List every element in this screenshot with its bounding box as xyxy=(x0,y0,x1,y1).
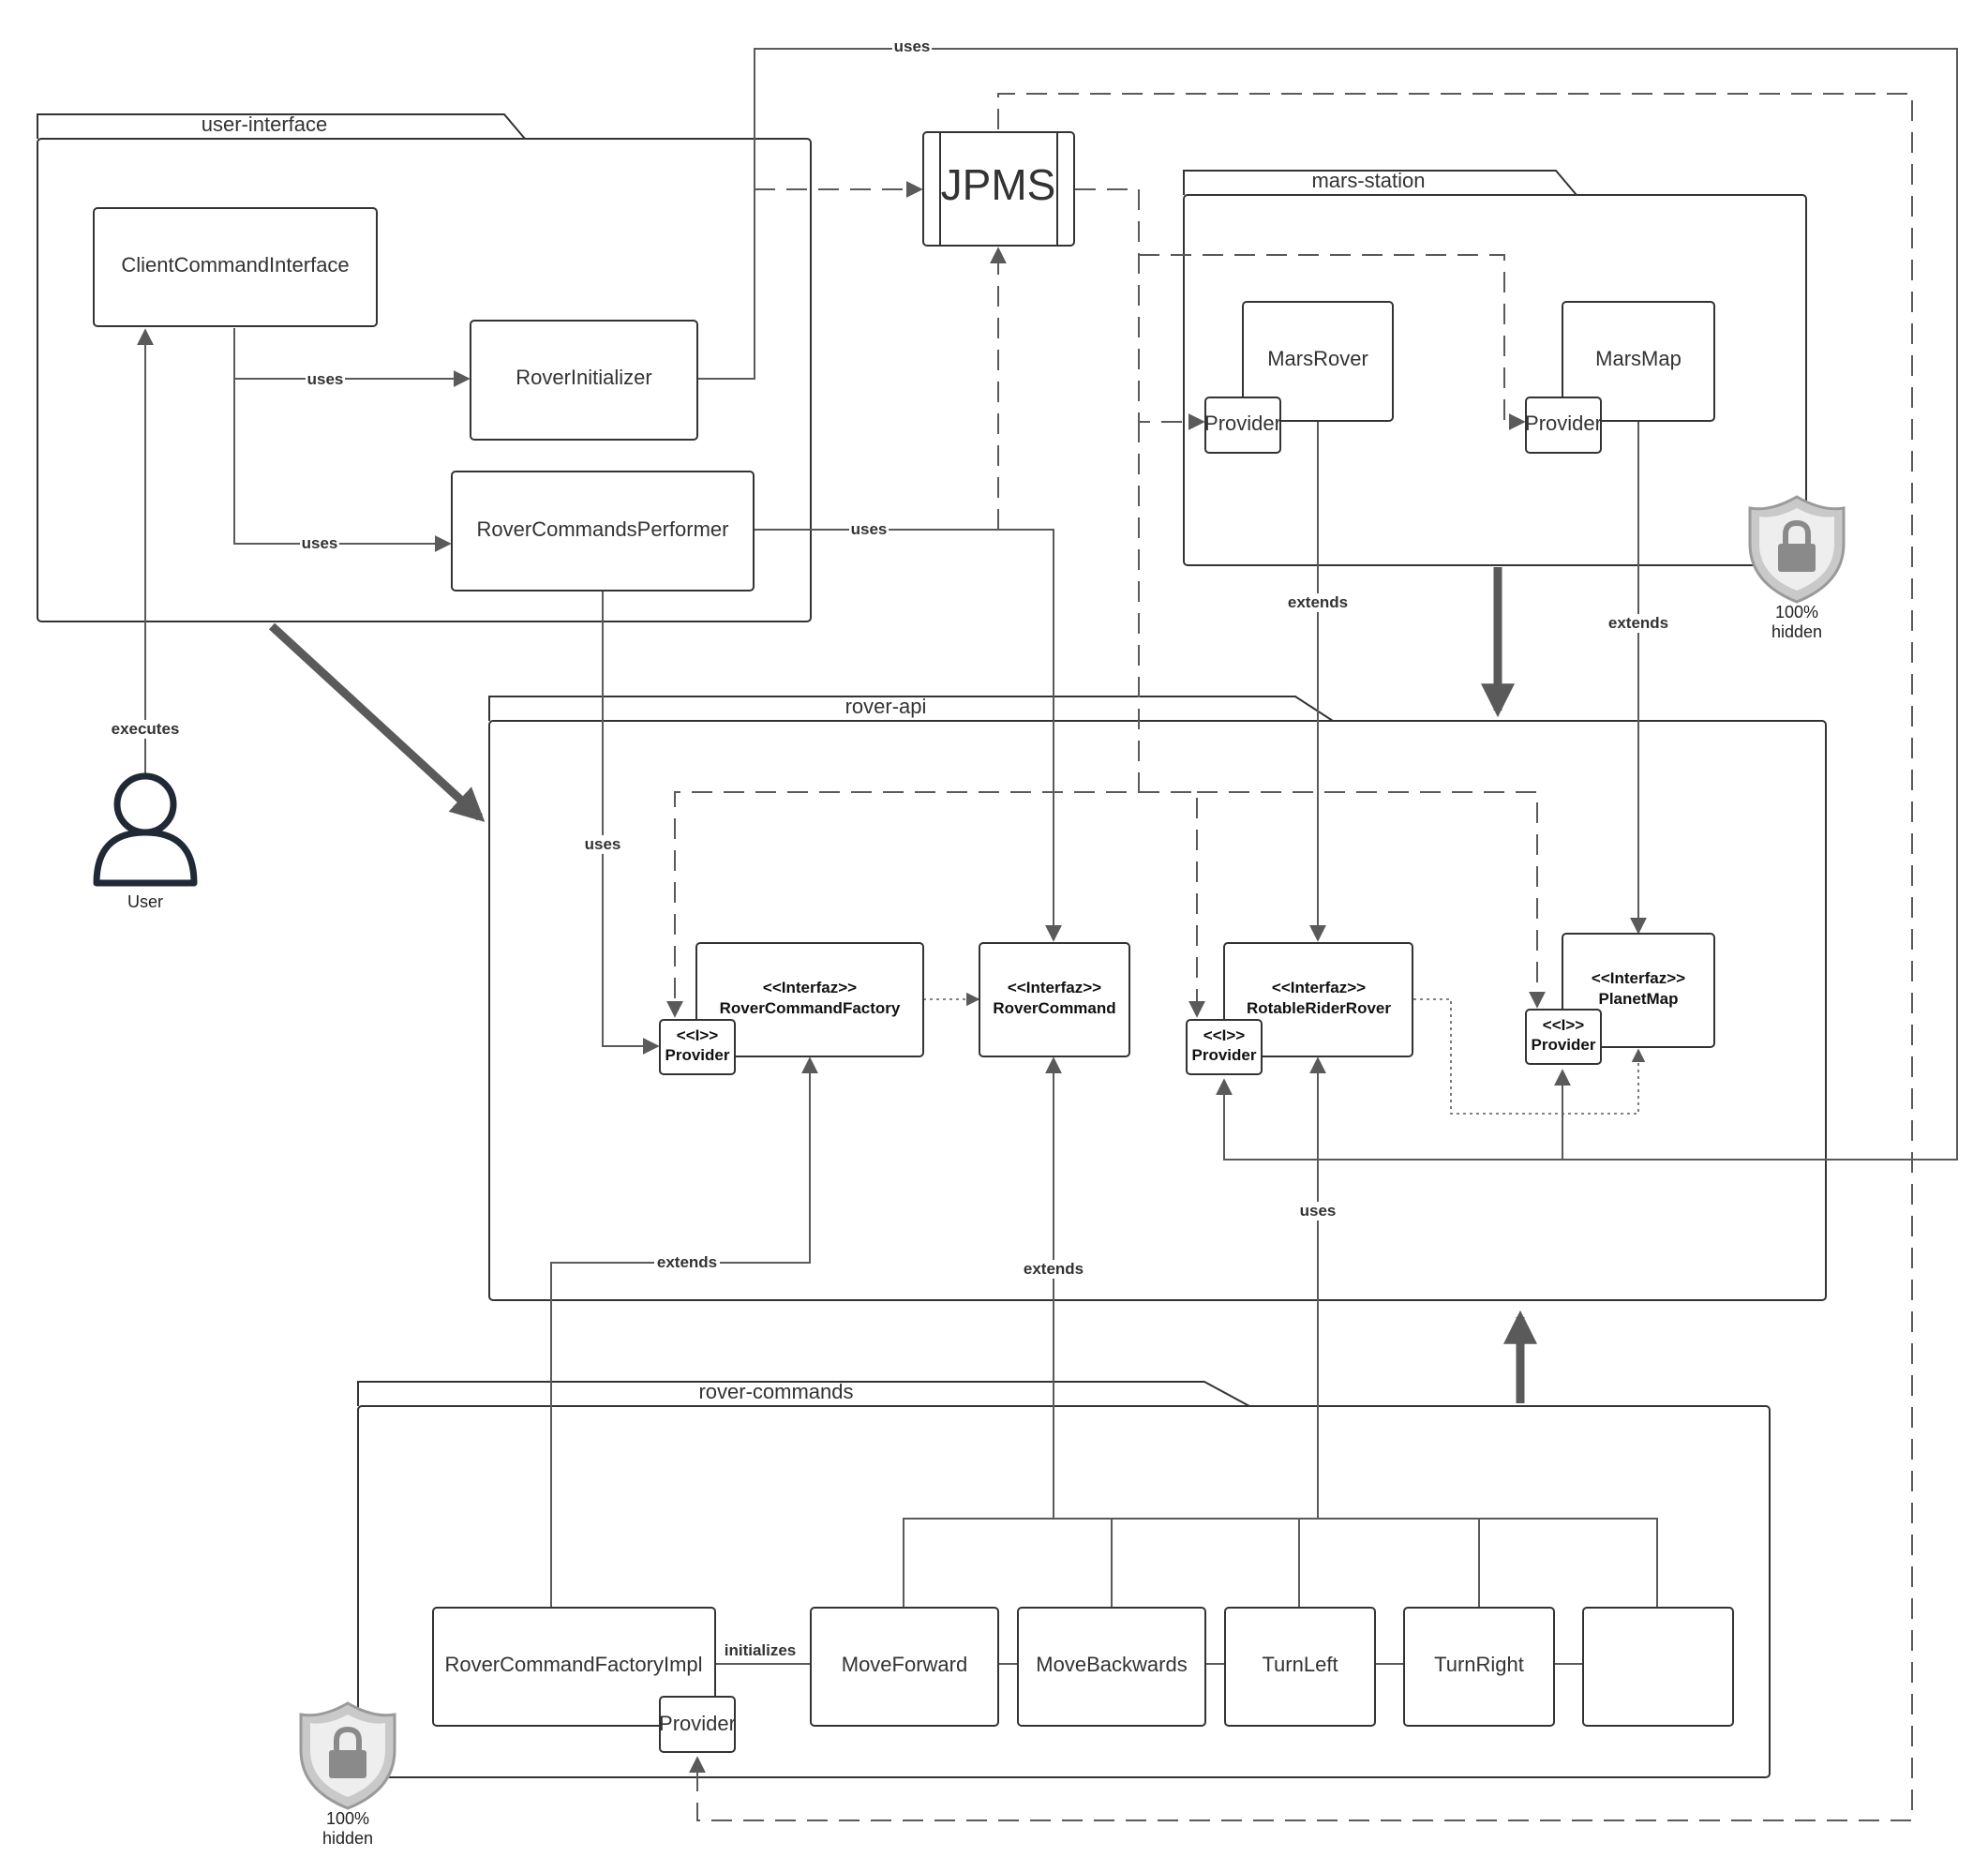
label-factory-stereotype: <<Interfaz>> xyxy=(763,979,857,996)
edge-commands-bus xyxy=(1054,1518,1658,1607)
dep-ui-to-api xyxy=(268,622,486,822)
package-label-mars-station: mars-station xyxy=(1311,169,1425,192)
label-factory-port-stereotype: <<I>> xyxy=(677,1026,719,1044)
edge-uses-performer xyxy=(233,379,452,552)
jpms-label: JPMS xyxy=(941,160,1056,209)
user-icon xyxy=(93,772,198,887)
label-turn-left: TurnLeft xyxy=(1262,1653,1338,1676)
box-client-command-interface[interactable] xyxy=(93,207,378,327)
label-move-forward: MoveForward xyxy=(842,1653,967,1676)
shield-station-hidden: hidden xyxy=(1771,622,1822,641)
label-rotable-port-stereotype: <<I>> xyxy=(1203,1026,1246,1044)
box-rover-command-factory[interactable] xyxy=(695,942,924,1057)
box-move-forward[interactable] xyxy=(810,1607,999,1727)
label-planet-map: PlanetMap xyxy=(1598,990,1678,1008)
box-rover-command[interactable] xyxy=(979,942,1130,1057)
user-label: User xyxy=(127,892,163,911)
label-rover-command: RoverCommand xyxy=(993,999,1115,1017)
label-mars-rover-provider: Provider xyxy=(1204,412,1281,435)
label-rotable-stereotype: <<Interfaz>> xyxy=(1272,979,1366,996)
label-uses-top: uses xyxy=(894,37,931,55)
edge-extends-rovercommand xyxy=(903,1056,1062,1607)
label-turn-right: TurnRight xyxy=(1434,1653,1524,1676)
edge-labels: uses uses uses uses uses extends extends… xyxy=(107,37,1671,1660)
label-factory-port-provider: Provider xyxy=(665,1046,730,1064)
label-rover-initializer: RoverInitializer xyxy=(516,366,652,389)
box-mars-map[interactable] xyxy=(1562,301,1715,422)
edge-uses-factory-provider xyxy=(602,592,660,1055)
label-executes: executes xyxy=(112,720,180,738)
edge-dashed-jpms-marsrover xyxy=(1075,188,1205,430)
edge-dashed-planetmap-provider xyxy=(1197,791,1546,1009)
box-rotable-rider-rover[interactable] xyxy=(1223,942,1413,1057)
box-rover-command-factory-impl[interactable] xyxy=(432,1607,716,1727)
port-planet-map-provider[interactable] xyxy=(1525,1009,1602,1065)
port-rotable-provider[interactable] xyxy=(1186,1019,1263,1075)
box-turn-right[interactable] xyxy=(1403,1607,1555,1727)
label-rover-command-factory: RoverCommandFactory xyxy=(720,999,901,1017)
label-rover-commands-performer: RoverCommandsPerformer xyxy=(477,517,729,541)
component-labels: ClientCommandInterface RoverInitializer … xyxy=(121,253,1685,1735)
label-client-command-interface: ClientCommandInterface xyxy=(121,253,349,277)
label-uses-rovercommand: uses xyxy=(851,520,888,538)
label-planetmap-port-stereotype: <<I>> xyxy=(1543,1016,1585,1034)
label-extends-marsrover: extends xyxy=(1288,593,1348,611)
solid-connectors xyxy=(137,48,1958,1665)
box-rover-commands-performer[interactable] xyxy=(451,471,755,592)
edge-uses-rotable-provider xyxy=(1216,1078,1562,1161)
label-extends-rovercommand: extends xyxy=(1024,1260,1084,1278)
package-mars-station: mars-station xyxy=(1183,169,1807,566)
label-uses-factory: uses xyxy=(585,835,621,853)
package-label-rover-commands: rover-commands xyxy=(698,1380,853,1403)
label-mars-rover: MarsRover xyxy=(1267,347,1368,370)
label-rover-command-factory-impl: RoverCommandFactoryImpl xyxy=(444,1653,702,1676)
dotted-connectors xyxy=(923,992,1646,1115)
label-mars-map: MarsMap xyxy=(1595,347,1682,370)
user-actor[interactable]: User xyxy=(93,772,198,911)
component-boxes xyxy=(93,207,1734,1753)
shield-station-percent: 100% xyxy=(1775,603,1818,621)
box-mars-rover[interactable] xyxy=(1242,301,1394,422)
label-rovercommand-stereotype: <<Interfaz>> xyxy=(1008,979,1101,996)
lock-shield-icon xyxy=(299,1701,396,1810)
jpms-box[interactable]: JPMS xyxy=(922,131,1075,247)
shield-rover-commands: 100% hidden xyxy=(299,1701,396,1848)
port-mars-map-provider[interactable] xyxy=(1525,397,1602,454)
dashed-connectors xyxy=(666,93,1913,1821)
edge-dashed-jpms-impl-provider xyxy=(689,93,1913,1821)
label-impl-provider: Provider xyxy=(659,1712,736,1735)
label-planetmap-stereotype: <<Interfaz>> xyxy=(1592,969,1685,987)
label-rotable-port-provider: Provider xyxy=(1192,1046,1257,1064)
package-rover-api: rover-api xyxy=(488,695,1827,1301)
label-extends-factory: extends xyxy=(657,1253,717,1271)
shield-commands-percent: 100% xyxy=(326,1809,369,1828)
label-move-backwards: MoveBackwards xyxy=(1036,1653,1187,1676)
box-turn-left[interactable] xyxy=(1224,1607,1376,1727)
shield-mars-station: 100% hidden xyxy=(1748,495,1846,641)
port-factory-provider[interactable] xyxy=(659,1019,736,1075)
port-mars-rover-provider[interactable] xyxy=(1204,397,1281,454)
box-rover-initializer[interactable] xyxy=(470,320,698,441)
box-move-backwards[interactable] xyxy=(1017,1607,1206,1727)
edge-dashed-jpms-marsmap xyxy=(1139,254,1526,430)
package-label-user-interface: user-interface xyxy=(202,112,328,136)
label-initializes: initializes xyxy=(725,1641,797,1659)
label-mars-map-provider: Provider xyxy=(1525,412,1602,435)
package-label-rover-api: rover-api xyxy=(845,695,927,718)
edge-dashed-rotable-provider xyxy=(1139,791,1205,1018)
label-uses-rotable: uses xyxy=(1300,1202,1337,1220)
package-dependency-arrows xyxy=(268,567,1537,1403)
port-impl-provider[interactable] xyxy=(659,1696,736,1753)
box-empty[interactable] xyxy=(1582,1607,1734,1727)
label-uses-performer: uses xyxy=(302,534,338,552)
label-uses-initializer: uses xyxy=(307,370,344,388)
label-planetmap-port-provider: Provider xyxy=(1532,1036,1596,1054)
label-extends-marsmap: extends xyxy=(1608,614,1668,632)
shield-commands-hidden: hidden xyxy=(322,1829,373,1848)
lock-shield-icon xyxy=(1748,495,1846,604)
label-rotable-rider-rover: RotableRiderRover xyxy=(1247,999,1391,1017)
